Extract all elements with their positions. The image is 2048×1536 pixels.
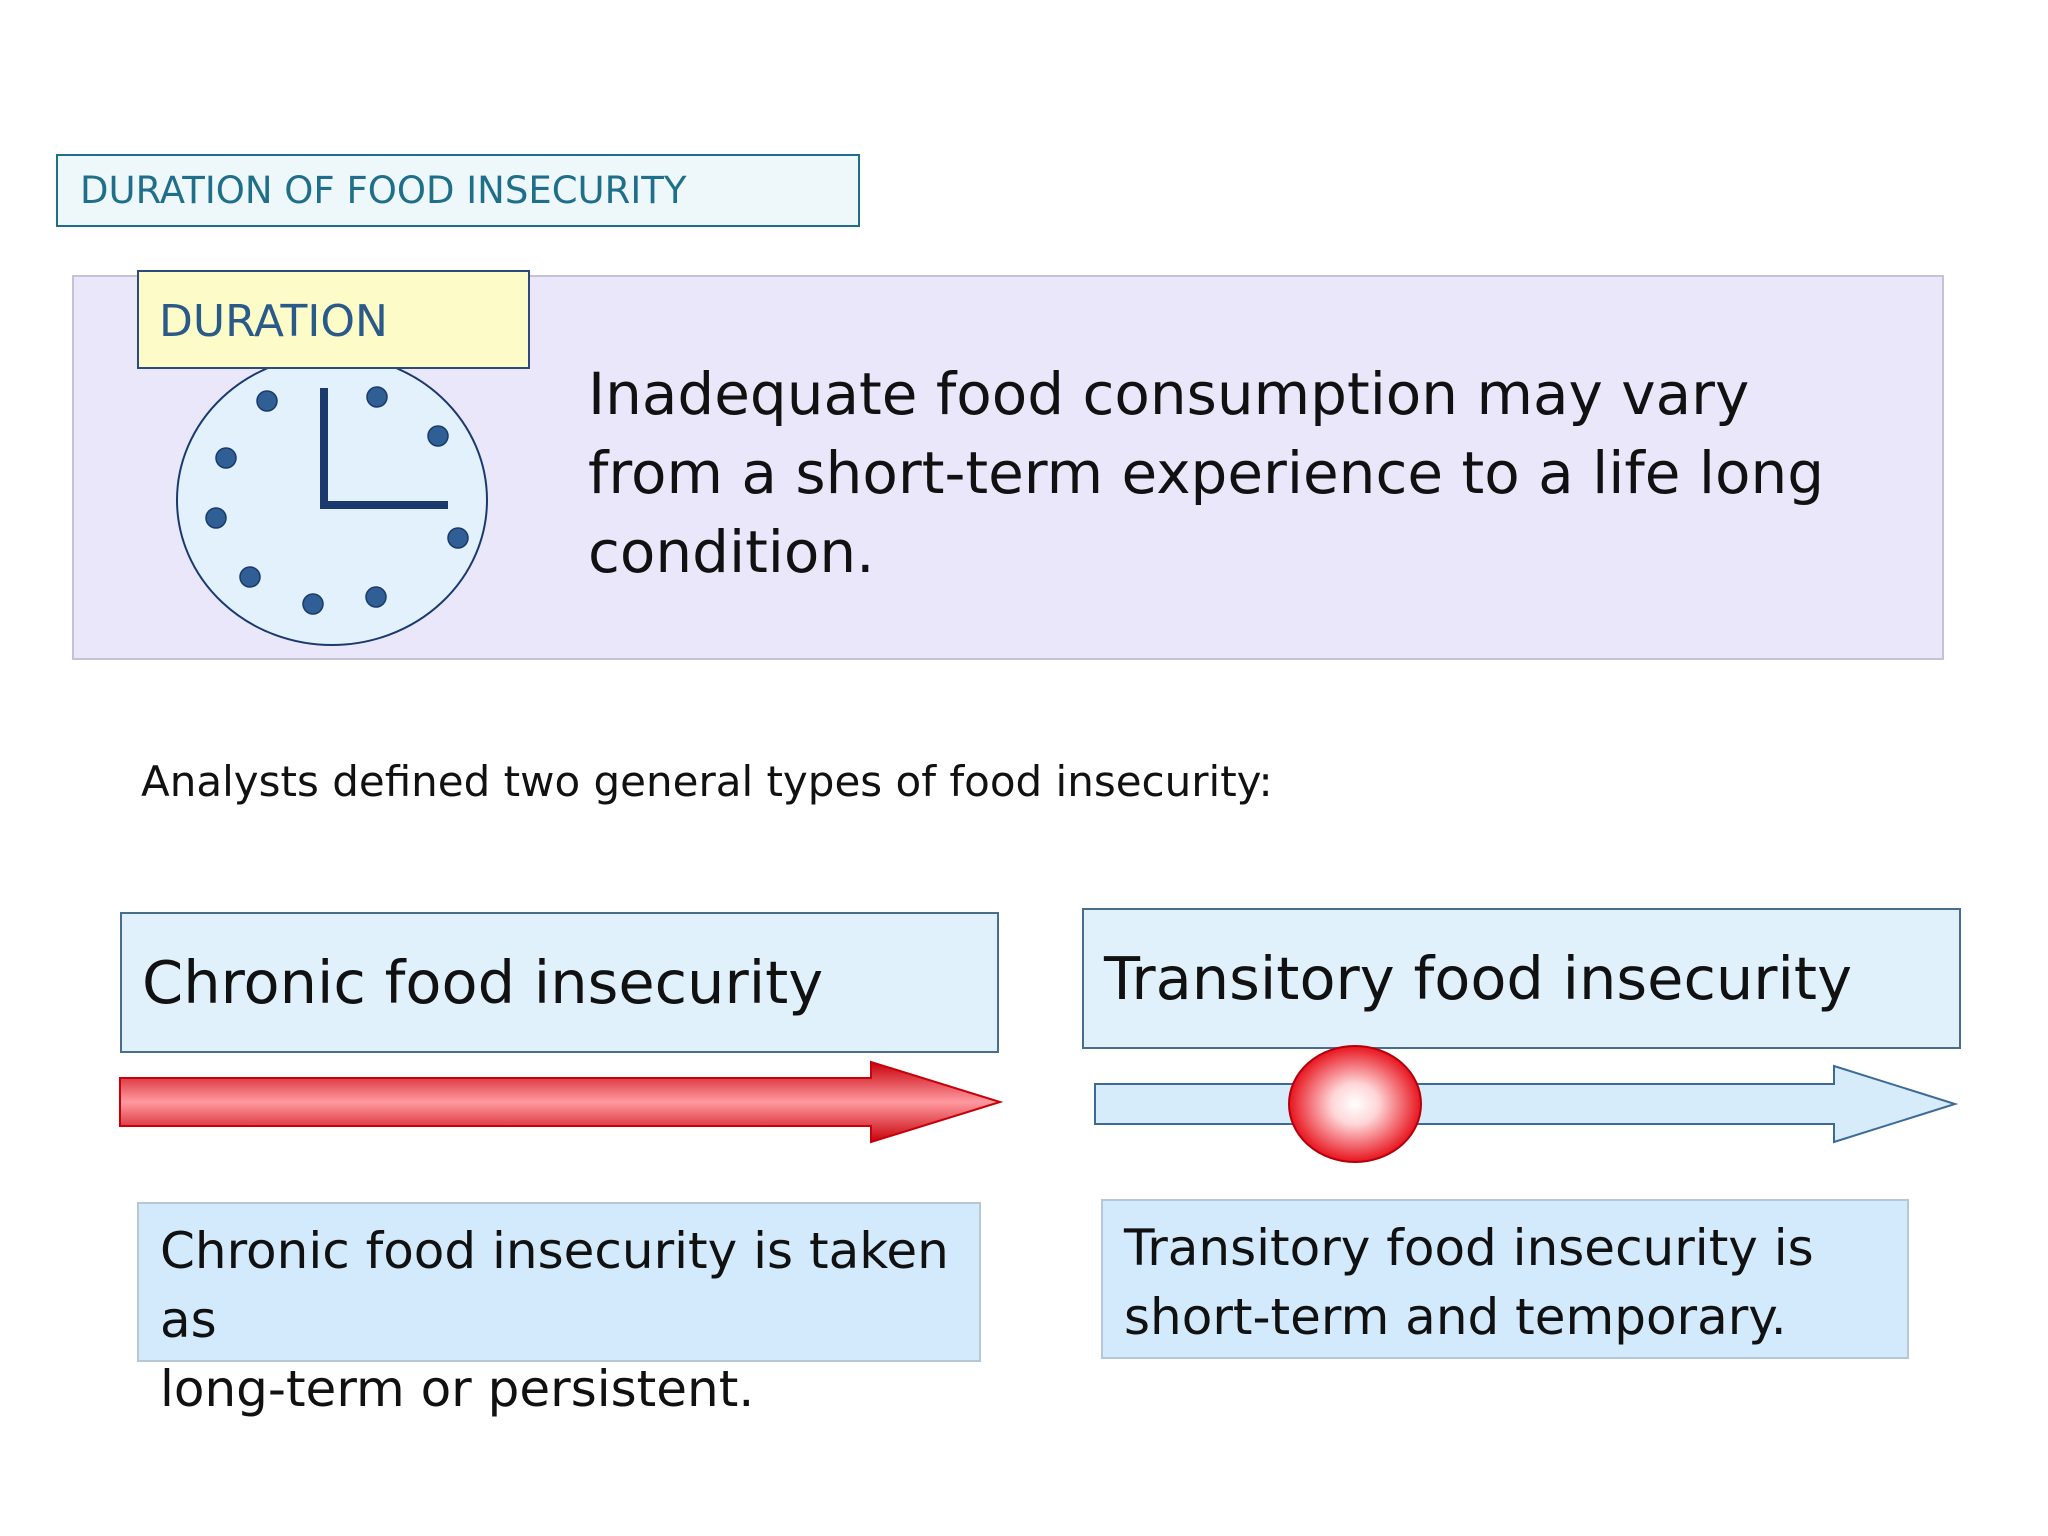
transitory-arrow xyxy=(1094,1064,1959,1144)
transitory-episode-marker xyxy=(1288,1045,1422,1163)
chronic-description: Chronic food insecurity is taken as long… xyxy=(137,1202,981,1418)
chronic-title-box: Chronic food insecurity xyxy=(120,912,999,1053)
transitory-title-box: Transitory food insecurity xyxy=(1082,908,1961,1049)
timeline-arrows xyxy=(119,1045,1959,1163)
slide-title: DURATION OF FOOD INSECURITY xyxy=(56,154,860,227)
clock-icon xyxy=(176,354,488,646)
intro-text: Analysts defined two general types of fo… xyxy=(141,757,1273,806)
transitory-description: Transitory food insecurity is short-term… xyxy=(1101,1199,1909,1359)
definition-text: Inadequate food consumption may vary fro… xyxy=(588,360,1825,586)
duration-tag: DURATION xyxy=(137,270,530,369)
chronic-arrow xyxy=(119,1060,1004,1144)
